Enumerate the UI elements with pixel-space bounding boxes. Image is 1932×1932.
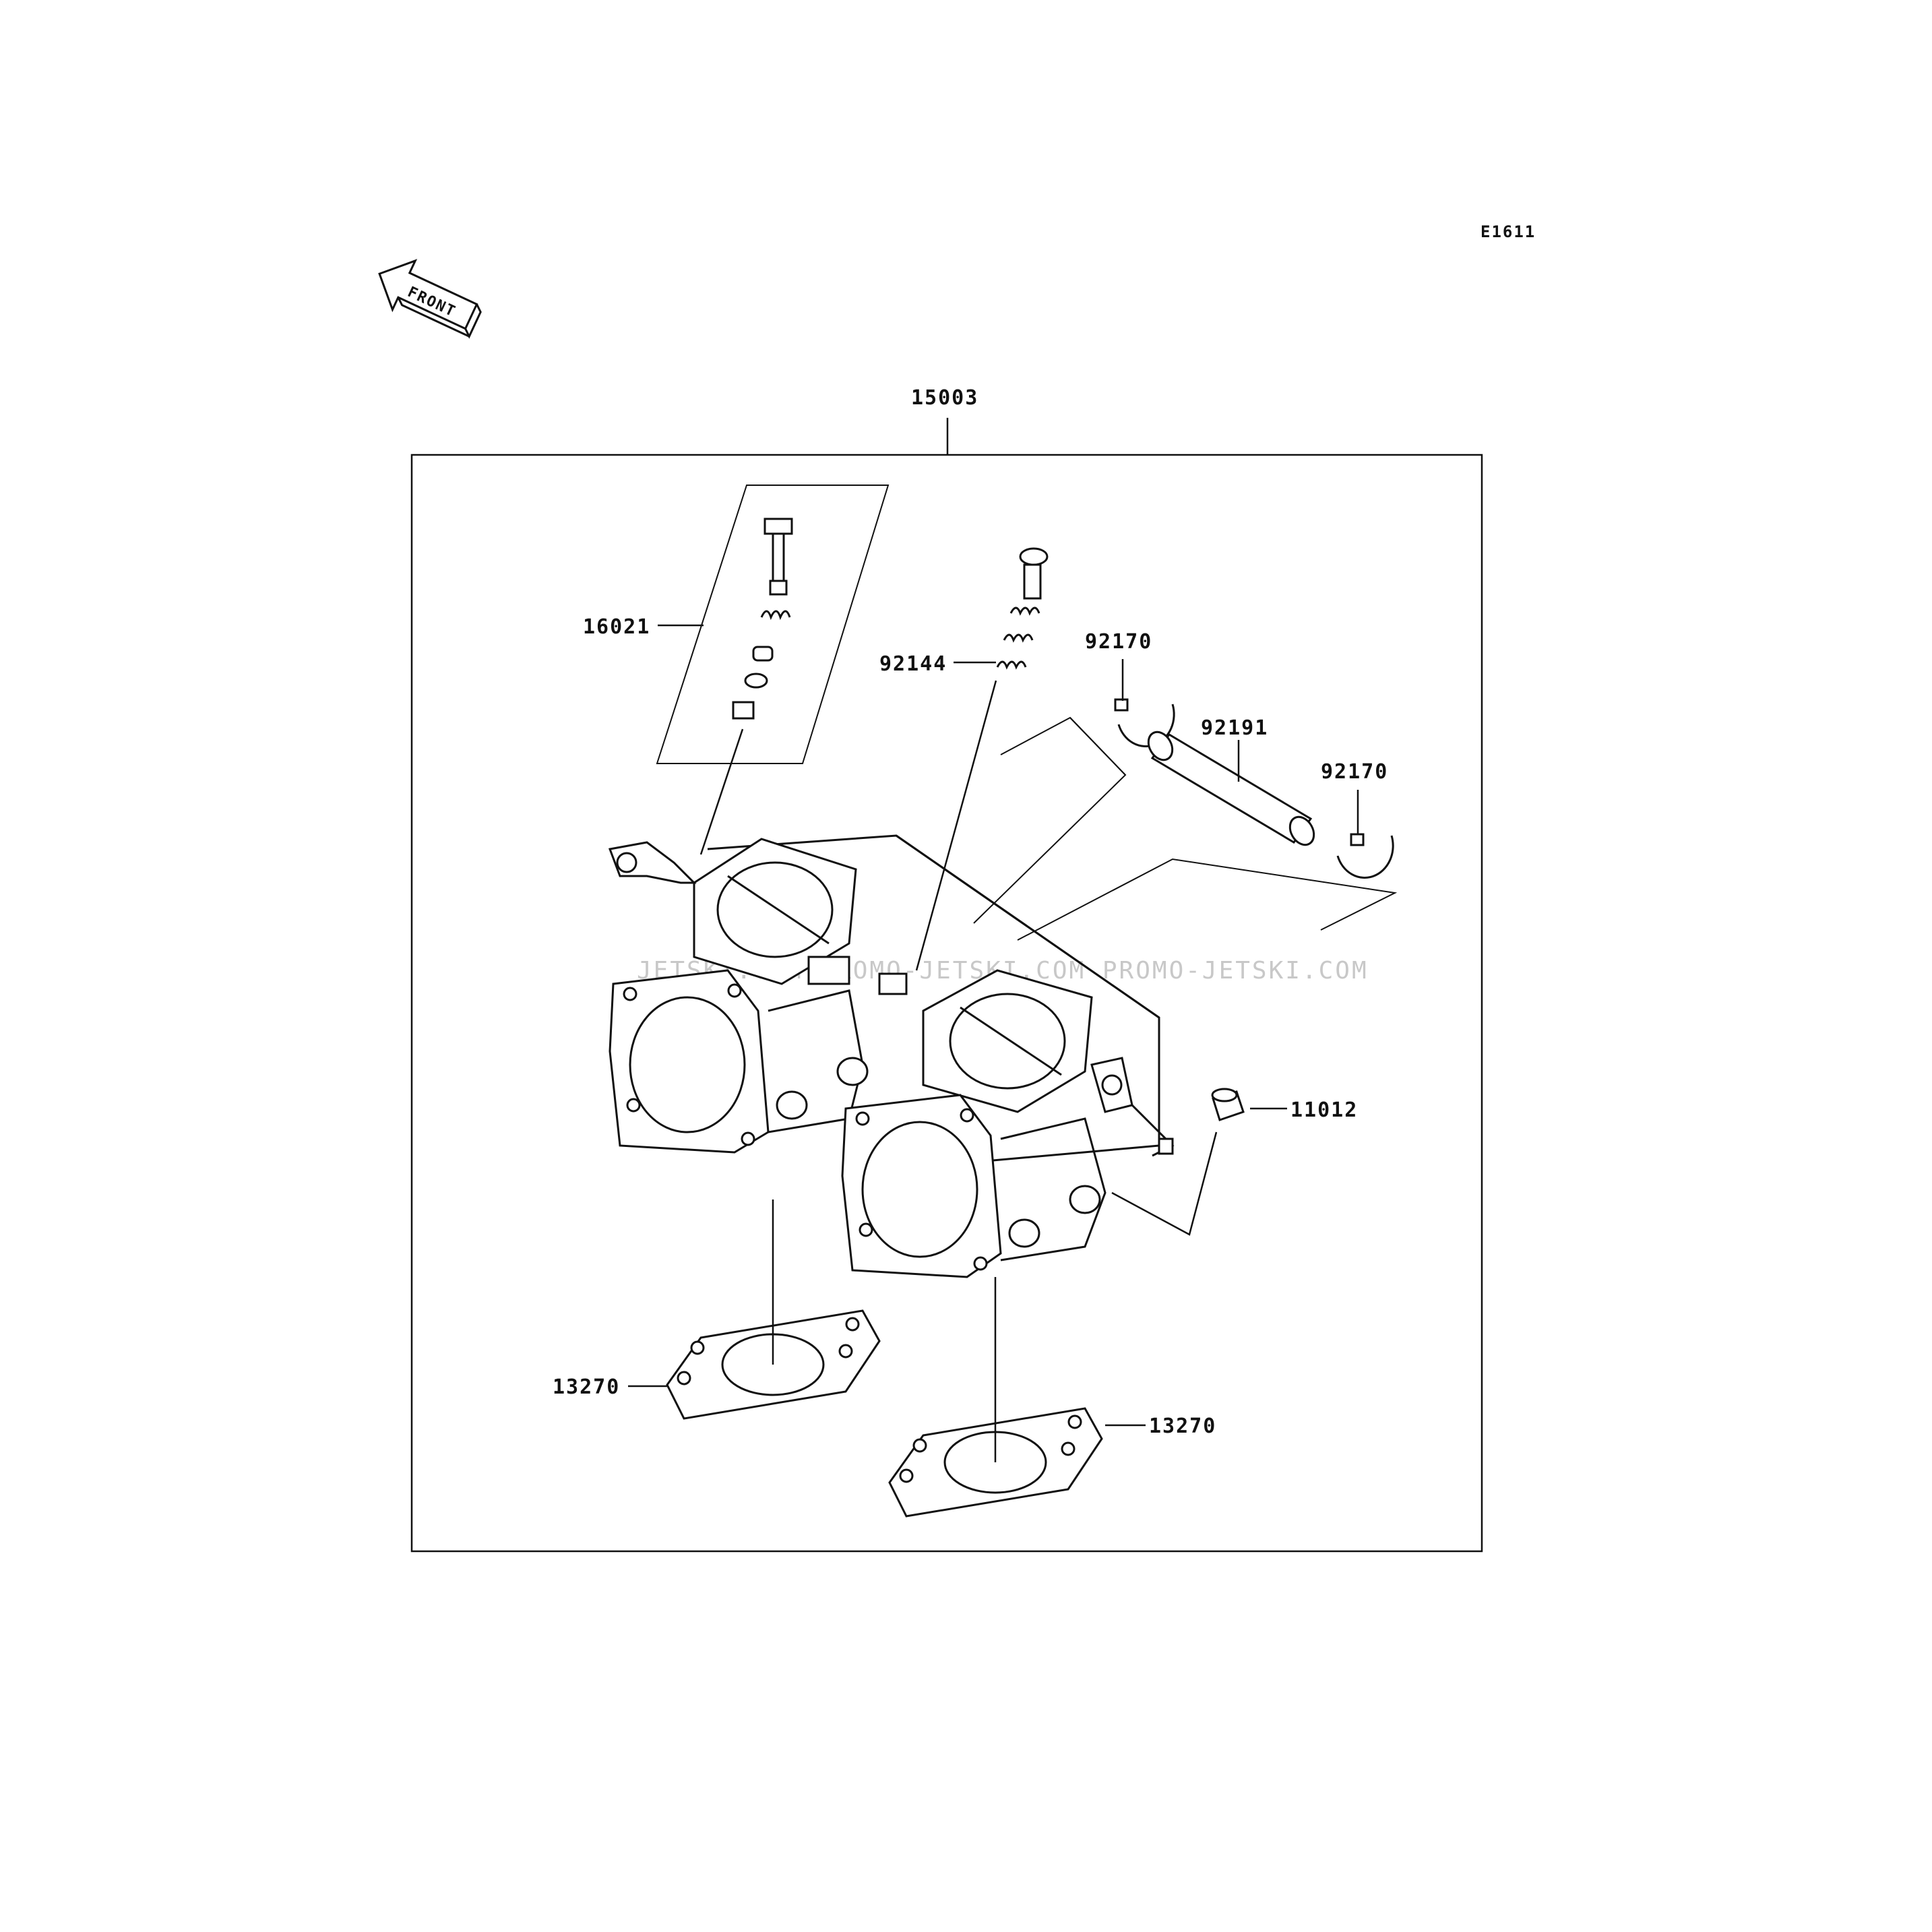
clamp-right bbox=[1336, 833, 1394, 879]
callout-16021: 16021 bbox=[583, 615, 650, 639]
callout-92170-right: 92170 bbox=[1321, 760, 1388, 784]
callout-13270-left: 13270 bbox=[553, 1375, 620, 1399]
throttle-body bbox=[608, 834, 1175, 1278]
drawing-code: E1611 bbox=[1481, 222, 1536, 241]
cap-11012 bbox=[1211, 1088, 1245, 1121]
callout-92191: 92191 bbox=[1201, 716, 1268, 740]
hose bbox=[1147, 730, 1315, 846]
callout-92144: 92144 bbox=[879, 652, 947, 676]
callout-13270-right: 13270 bbox=[1149, 1414, 1216, 1438]
idle-screw bbox=[996, 547, 1049, 670]
callout-11012: 11012 bbox=[1290, 1098, 1358, 1122]
callout-15003: 15003 bbox=[911, 386, 978, 410]
pilot-screw-kit bbox=[732, 518, 793, 720]
subkit-16021-frame bbox=[656, 485, 890, 764]
callout-92170-top: 92170 bbox=[1085, 630, 1152, 654]
front-arrow-icon: FRONT bbox=[378, 259, 482, 339]
